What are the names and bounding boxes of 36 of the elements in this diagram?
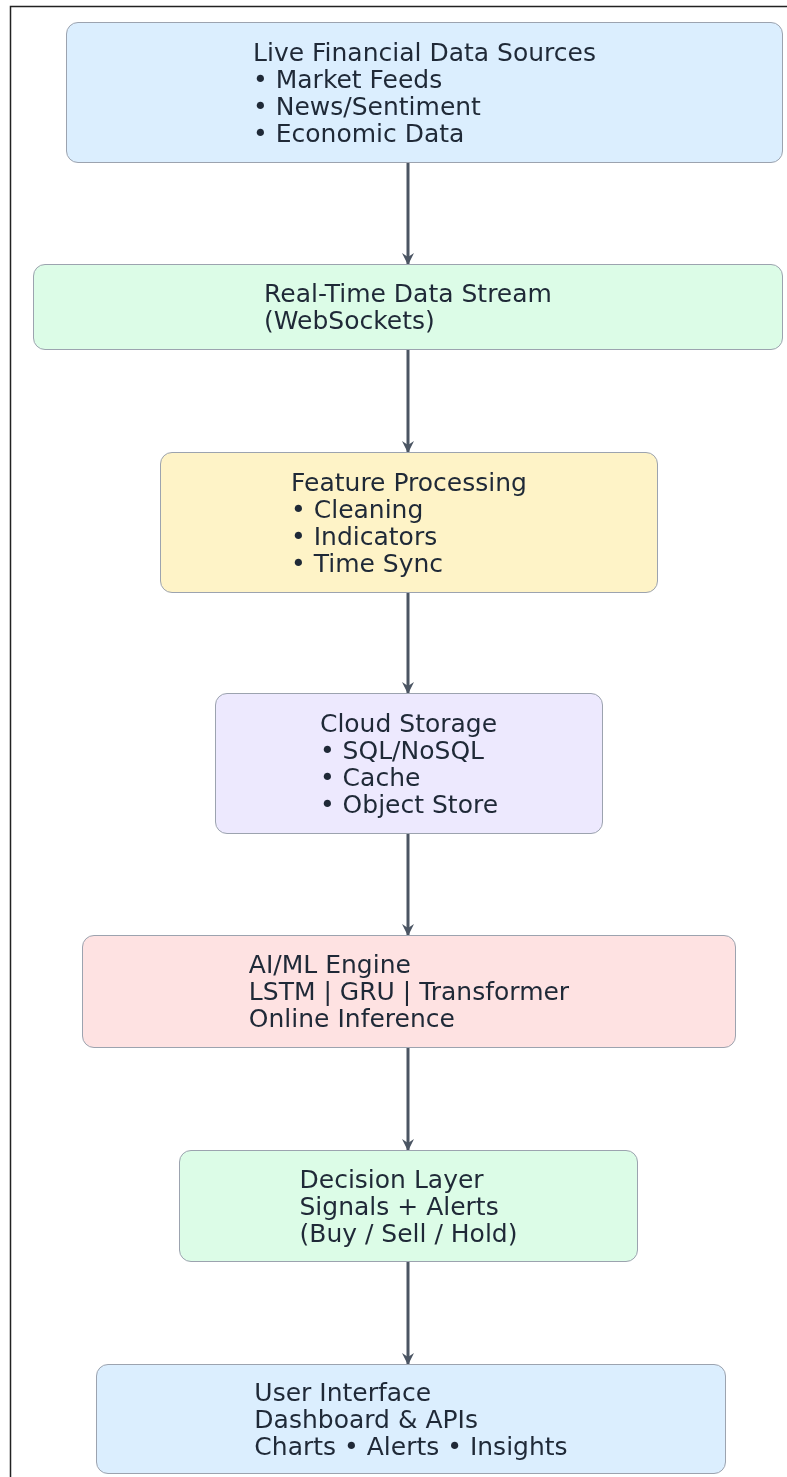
box-text: • Time Sync xyxy=(291,549,445,577)
box-text: • Cleaning xyxy=(291,495,424,523)
process-box xyxy=(160,452,658,593)
box-title: Live Financial Data Sources xyxy=(253,38,596,66)
arrow xyxy=(402,593,414,694)
box-text: Online Inference xyxy=(248,1005,456,1032)
process-box xyxy=(96,1364,726,1474)
box-text: • Object Store xyxy=(319,790,499,818)
box-text: Charts • Alerts • Insights xyxy=(254,1432,568,1460)
box-text: • SQL/NoSQL xyxy=(319,736,484,764)
process-box xyxy=(66,22,783,163)
box-title: Cloud Storage xyxy=(319,709,499,737)
box-title: User Interface xyxy=(254,1378,433,1406)
box-text: • Indicators xyxy=(291,522,439,550)
process-box xyxy=(33,264,783,350)
arrow xyxy=(402,1048,414,1151)
box-text: (Buy / Sell / Hold) xyxy=(299,1219,518,1247)
box-text: LSTM | GRU | Transformer xyxy=(248,978,570,1005)
box-text: Dashboard & APIs xyxy=(254,1405,479,1433)
box-text: (WebSockets) xyxy=(264,307,436,334)
box-title: Real-Time Data Stream xyxy=(264,280,552,307)
process-box xyxy=(82,935,736,1048)
box-text: • Market Feeds xyxy=(253,65,444,93)
arrow xyxy=(402,163,414,265)
box-text: • Economic Data xyxy=(253,119,466,147)
box-title: AI/ML Engine xyxy=(248,951,412,978)
process-box xyxy=(215,693,603,834)
arrow xyxy=(402,1262,414,1365)
process-box xyxy=(179,1150,638,1262)
arrow xyxy=(402,834,414,936)
box-text: Signals + Alerts xyxy=(299,1192,500,1220)
box-title: Decision Layer xyxy=(299,1165,485,1193)
box-text: • Cache xyxy=(319,763,422,791)
arrow xyxy=(402,350,414,453)
box-title: Feature Processing xyxy=(291,468,527,496)
box-text: • News/Sentiment xyxy=(253,92,482,120)
